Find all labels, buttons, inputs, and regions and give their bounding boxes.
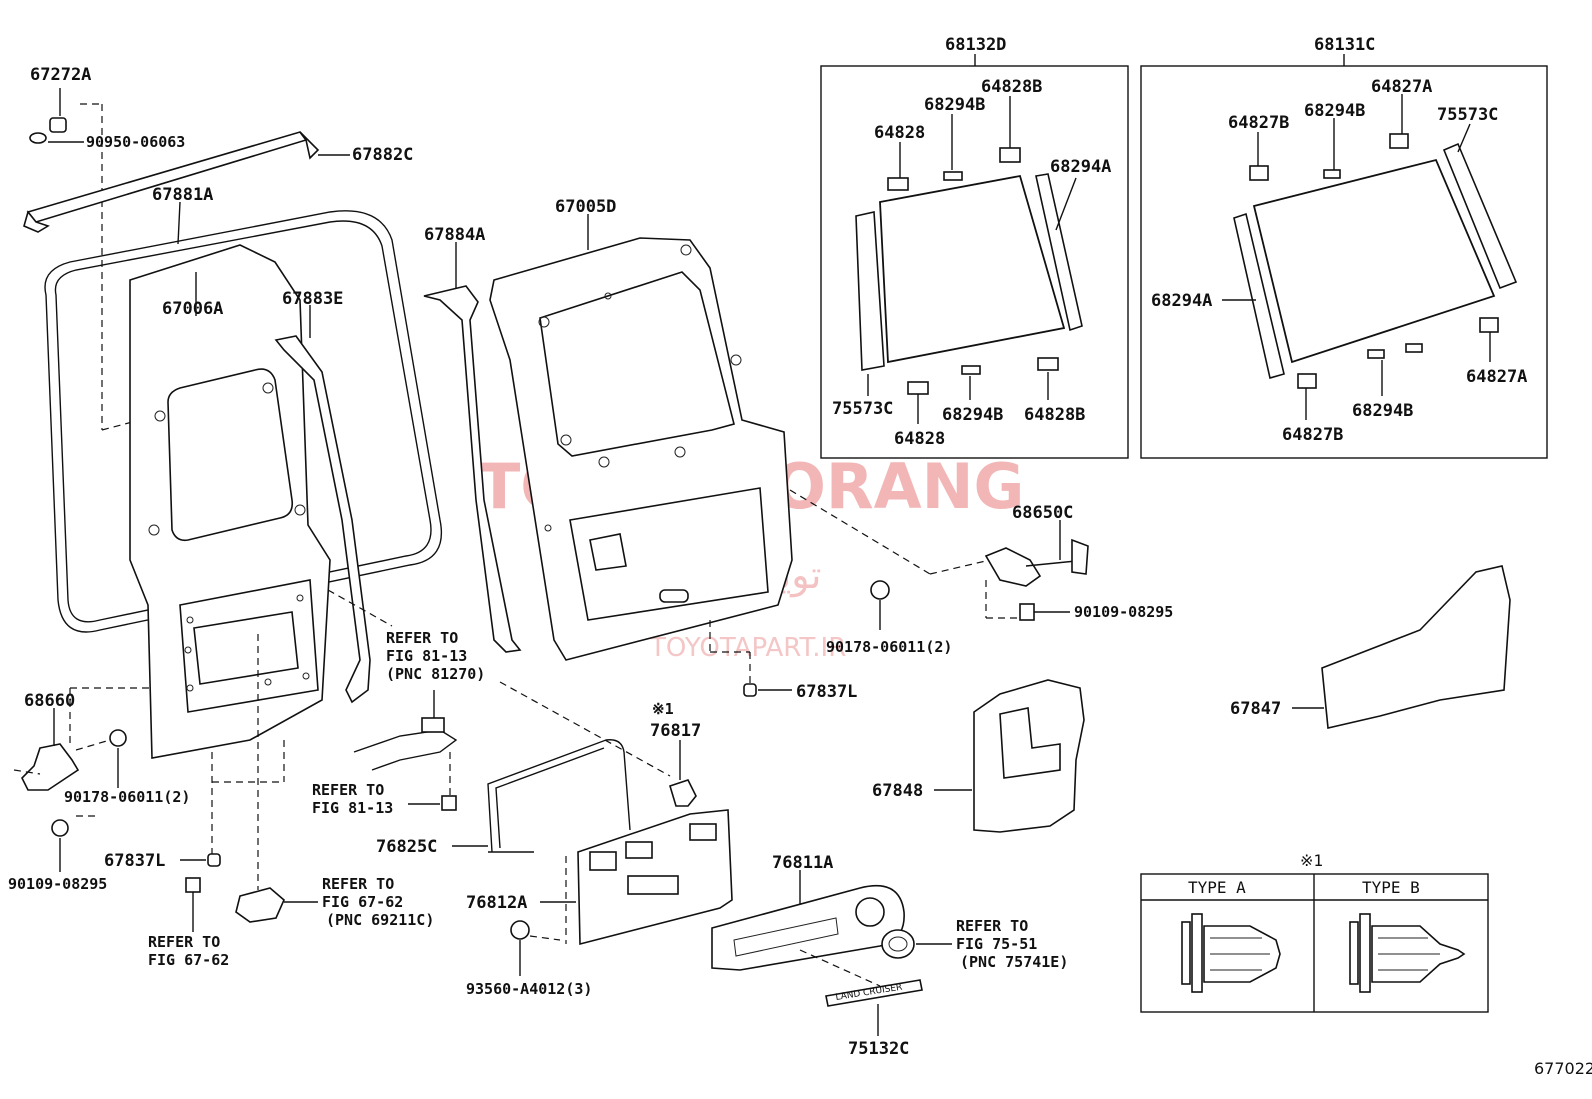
part-67006A-inner-panel [129,244,331,759]
label-90950-06063: 90950-06063 [86,133,185,151]
label-68650C: 68650C [1012,503,1073,523]
label-68294A-right: 68294A [1050,157,1111,177]
part-76811A-garnish [711,884,905,971]
refer-81-13a-line3: (PNC 81270) [386,665,485,683]
part-75132C-emblem: LAND CRUISER [825,979,923,1007]
part-68660-hinge [13,743,80,791]
emblem-text: LAND CRUISER [835,983,903,1003]
label-68294B-r-bot: 68294B [1352,401,1413,421]
part-76825C-seal [487,739,631,853]
label-64828B-top: 64828B [981,77,1042,97]
label-64828-top: 64828 [874,123,925,143]
label-68131C: 68131C [1314,35,1375,55]
screw-93560 [510,920,561,976]
label-64827B-top: 64827B [1228,113,1289,133]
label-64828-bot: 64828 [894,429,945,449]
label-64827A-top: 64827A [1371,77,1432,97]
part-67847-cover [1321,565,1511,729]
type-table [1140,873,1489,1013]
label-67005D: 67005D [555,197,616,217]
part-67005D-back-door-outer [489,237,793,661]
note-mark-76817: ※1 [652,700,674,718]
refer-67-62b-line1: REFER TO [148,933,220,951]
watermark-url: TOYOTAPART.IR [649,633,846,663]
clip-67837L-r [743,683,757,697]
refer-81-13a-line1: REFER TO [386,629,458,647]
label-68294A-left: 68294A [1151,291,1212,311]
part-67881A-weatherstrip [44,210,442,633]
part-67882C-upper-strip [23,131,320,233]
type-a-header: TYPE A [1188,878,1246,897]
part-76817-clip [669,740,697,807]
label-67837L-r: 67837L [796,682,857,702]
refer-67-62a-line3: (PNC 69211C) [326,911,434,929]
label-67272A: 67272A [30,65,91,85]
label-68294B-top: 68294B [924,95,985,115]
part-lock-69211C [235,887,318,923]
nut-90178-r [870,580,890,630]
part-toyota-emblem [881,929,952,959]
label-90109-r: 90109-08295 [1074,603,1173,621]
refer-67-62a-line1: REFER TO [322,875,394,893]
label-64828B-bot: 64828B [1024,405,1085,425]
label-67848: 67848 [872,781,923,801]
label-68294B-bot: 68294B [942,405,1003,425]
label-76812A: 76812A [466,893,527,913]
label-75132C: 75132C [848,1039,909,1059]
label-67006A: 67006A [162,299,223,319]
label-64827B-bot: 64827B [1282,425,1343,445]
label-76825C: 76825C [376,837,437,857]
part-68131C-glass [1233,133,1518,389]
label-67881A: 67881A [152,185,213,205]
label-75573C-right: 75573C [1437,105,1498,125]
nut-90178-l [109,729,127,788]
label-75573C-left: 75573C [832,399,893,419]
label-90109-l: 90109-08295 [8,875,107,893]
label-67882C: 67882C [352,145,413,165]
clip-type-a-drawing [1181,913,1281,993]
label-67884A: 67884A [424,225,485,245]
refer-81-13b-line1: REFER TO [312,781,384,799]
refer-75-51-line3: (PNC 75741E) [960,953,1068,971]
refer-75-51-line1: REFER TO [956,917,1028,935]
clip-type-b-drawing [1349,913,1466,993]
refer-75-51-line2: FIG 75-51 [956,935,1037,953]
label-90178-r: 90178-06011(2) [826,638,952,656]
label-68294B-r-top: 68294B [1304,101,1365,121]
bolt-90109-r [1019,603,1070,621]
type-b-header: TYPE B [1362,878,1420,897]
refer-67-62b-line2: FIG 67-62 [148,951,229,969]
refer-67-62a-line2: FIG 67-62 [322,893,403,911]
part-67884A-seal [423,285,522,653]
label-76817: 76817 [650,721,701,741]
part-67848-cover [973,679,1085,833]
refer-81-13a-line2: FIG 81-13 [386,647,467,665]
part-wire-harness [353,690,458,771]
screw-left [185,877,201,932]
label-68660: 68660 [24,691,75,711]
label-76811A: 76811A [772,853,833,873]
label-64827A-bot: 64827A [1466,367,1527,387]
bolt-90109-l [51,819,69,872]
screw-81-13 [441,795,457,811]
label-67837L-l: 67837L [104,851,165,871]
part-68650C-stay [984,538,1089,587]
part-68132D-glass [855,147,1083,395]
label-67883E: 67883E [282,289,343,309]
label-68132D: 68132D [945,35,1006,55]
label-90178-l: 90178-06011(2) [64,788,190,806]
label-67847: 67847 [1230,699,1281,719]
clip-67837L-l [207,853,221,867]
refer-81-13b-line2: FIG 81-13 [312,799,393,817]
part-76812A-trim [577,809,733,946]
type-table-mark: ※1 [1300,851,1323,870]
figure-number: 677022 [1534,1059,1592,1078]
part-67272A-cap [29,88,67,144]
part-67883E-strip [274,335,371,704]
label-93560: 93560-A4012(3) [466,980,592,998]
